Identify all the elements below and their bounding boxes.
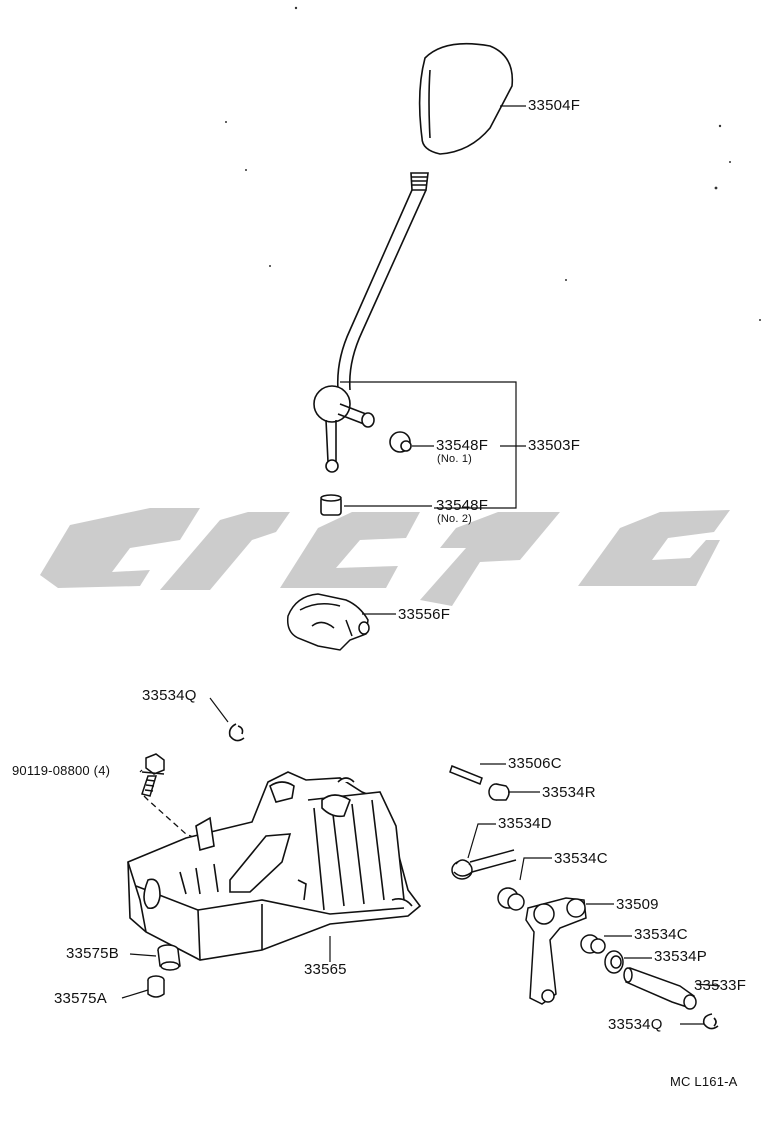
washer-33534p: [604, 950, 624, 974]
label-lever-seat: 33556F: [398, 606, 451, 623]
label-grommet-b: 33575B: [66, 945, 119, 962]
label-clip-bottom: 33534Q: [608, 1016, 663, 1033]
select-lever-33509: [525, 897, 587, 1005]
label-spring: 33534D: [498, 815, 552, 832]
label-bush-c-lower: 33534C: [634, 926, 688, 943]
flange-bolt: [141, 753, 165, 797]
label-bushing-no1: 33548F: [436, 437, 489, 454]
shift-lever-housing: [127, 771, 422, 961]
label-bush-c-upper: 33534C: [554, 850, 608, 867]
bushing-no2: [320, 494, 342, 516]
label-cushion-r: 33534R: [542, 784, 596, 801]
cushion-33534r: [488, 783, 510, 801]
shift-lever: [313, 172, 429, 473]
label-knob: 33504F: [528, 97, 581, 114]
pin-33506c: [449, 765, 483, 785]
label-bushing-no2-note: (No. 2): [437, 513, 473, 525]
clip-bottom: [702, 1013, 719, 1030]
spring-33534d: [451, 849, 517, 880]
label-select-lever: 33509: [616, 896, 659, 913]
site-watermark-logo: [40, 508, 730, 606]
grommet-b: [157, 944, 181, 971]
label-washer-p: 33534P: [654, 948, 707, 965]
shift-knob: [418, 42, 514, 155]
label-bushing-no2: 33548F: [436, 497, 489, 514]
label-bolt: 90119-08800 (4): [12, 763, 111, 778]
label-lever-assy: 33503F: [528, 437, 581, 454]
label-pin-f: 33533F: [694, 977, 747, 994]
bush-33534c-upper: [497, 887, 525, 911]
clip-top: [228, 723, 245, 742]
label-bushing-no1-note: (No. 1): [437, 453, 473, 465]
bushing-no1: [389, 431, 412, 453]
scan-specks: [225, 6, 761, 321]
label-housing: 33565: [304, 961, 347, 978]
drawing-code: MC L161-A: [670, 1074, 738, 1089]
bolt-assembly-line: [143, 795, 201, 841]
lever-seat: [286, 593, 370, 651]
label-pin: 33506C: [508, 755, 562, 772]
grommet-a: [147, 975, 165, 998]
leader-lines: [121, 105, 721, 1025]
bush-33534c-lower: [580, 934, 606, 954]
pin-33533f: [623, 967, 697, 1010]
label-clip-top: 33534Q: [142, 687, 197, 704]
label-grommet-a: 33575A: [54, 990, 107, 1007]
